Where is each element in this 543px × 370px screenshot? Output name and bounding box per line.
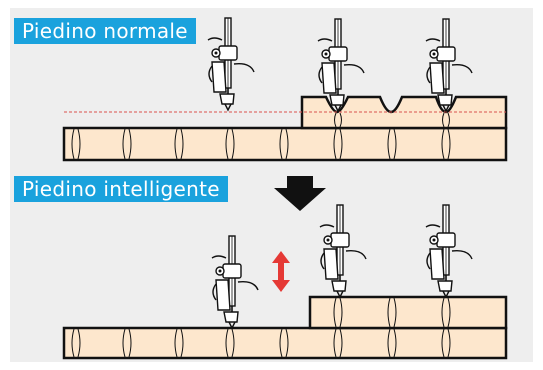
- down-arrow-icon: [274, 176, 326, 211]
- label-intelligent-foot: Piedino intelligente: [14, 176, 228, 202]
- fabric-lower-layer-bottom: [62, 326, 508, 360]
- presser-foot-icon: [211, 235, 259, 329]
- double-vertical-arrow-icon: [272, 251, 290, 292]
- fabric-lower-layer-top: [62, 126, 508, 162]
- fabric-upper-layer-bottom: [308, 295, 508, 330]
- presser-foot-icon: [319, 204, 367, 298]
- presser-foot-icon: [425, 204, 473, 298]
- label-normal-foot: Piedino normale: [14, 18, 196, 44]
- presser-foot-icon: [207, 17, 255, 111]
